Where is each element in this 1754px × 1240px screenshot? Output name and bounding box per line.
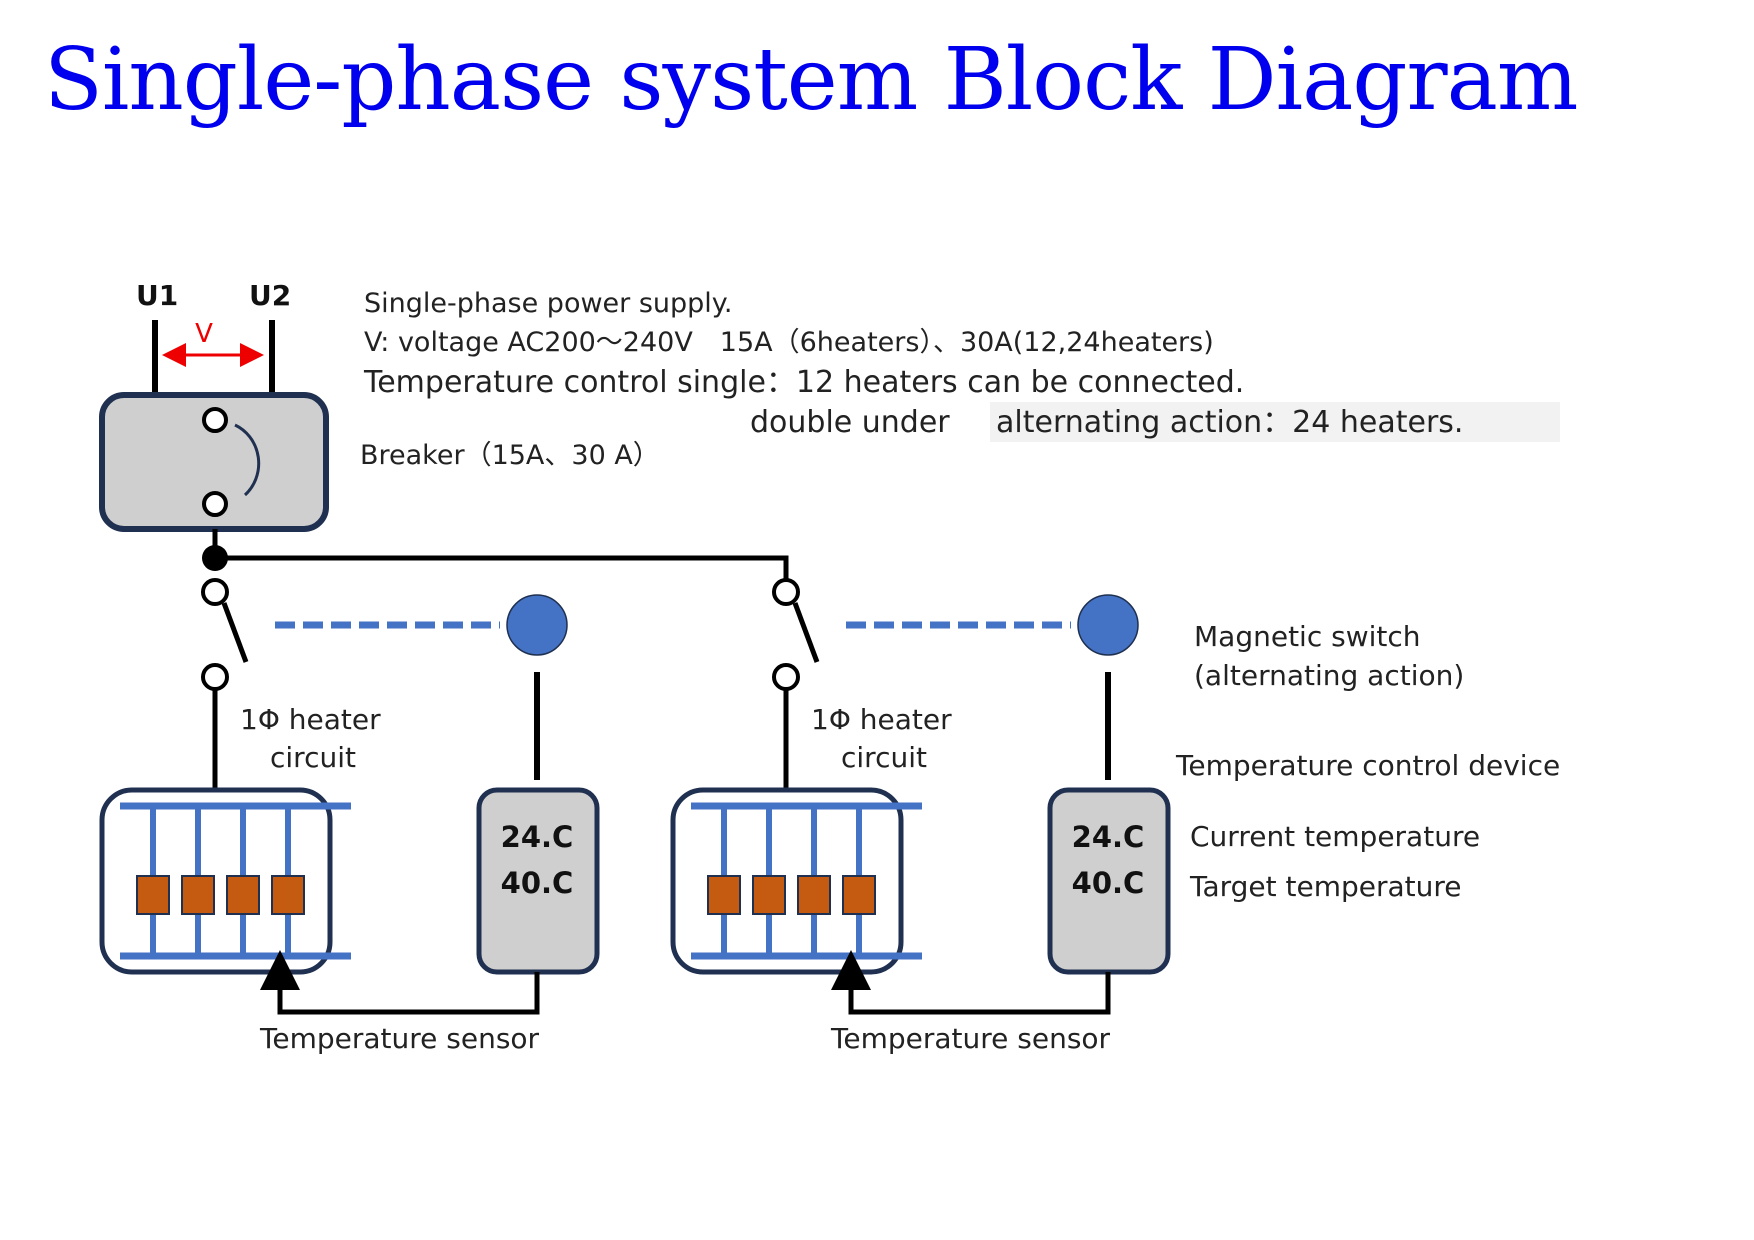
target-temperature-readout: 40.C xyxy=(501,866,574,900)
sensor-feedback-wire xyxy=(831,950,1111,1015)
heater-box xyxy=(99,787,333,975)
circuit-1: 1Φ heater circuit 24.C 40.C Temperature … xyxy=(99,578,600,1055)
breaker-arc-icon xyxy=(234,423,261,497)
magnetic-switch-label: Magnetic switch xyxy=(1194,620,1421,653)
terminal-u1-label: U1 xyxy=(136,279,178,312)
breaker-label: Breaker（15A、30 A） xyxy=(360,440,660,471)
switch-top-contact xyxy=(201,578,229,606)
sensor-feedback-wire xyxy=(260,950,540,1015)
temperature-control-single-note: Temperature control single：12 heaters ca… xyxy=(363,365,1244,400)
temperature-control-device-label: Temperature control device xyxy=(1175,749,1560,782)
bus-wire xyxy=(215,555,789,590)
heater-grid xyxy=(691,802,922,960)
voltage-symbol: V xyxy=(195,319,213,349)
target-temperature-readout: 40.C xyxy=(1072,866,1145,900)
heater-element xyxy=(271,875,305,915)
highlight-background xyxy=(990,402,1560,442)
terminal-u2-label: U2 xyxy=(249,279,291,312)
power-supply-voltage-spec: V: voltage AC200～240V 15A（6heaters）、30A(… xyxy=(364,327,1214,358)
power-supply-title: Single-phase power supply. xyxy=(364,288,733,319)
magnetic-coil-icon xyxy=(1077,594,1139,656)
switch-blade xyxy=(792,602,820,663)
circuit-label-line2: circuit xyxy=(841,741,927,774)
alternating-action-note: alternating action：24 heaters. xyxy=(996,405,1463,440)
circuit-label-line2: circuit xyxy=(270,741,356,774)
heater-grid xyxy=(120,802,351,960)
heater-element xyxy=(226,875,260,915)
breaker-top-contact xyxy=(202,407,228,433)
heater-box xyxy=(670,787,904,975)
heater-element xyxy=(136,875,170,915)
target-temperature-label: Target temperature xyxy=(1189,870,1462,903)
page-title: Single-phase system Block Diagram xyxy=(44,30,1578,130)
magnetic-coil-icon xyxy=(506,594,568,656)
heater-element xyxy=(797,875,831,915)
current-temperature-readout: 24.C xyxy=(501,820,574,854)
current-temperature-label: Current temperature xyxy=(1190,820,1480,853)
heater-element xyxy=(707,875,741,915)
circuit-2: 1Φ heater circuit 24.C 40.C Temperature … xyxy=(670,578,1171,1055)
switch-bottom-contact xyxy=(772,663,800,691)
heater-element xyxy=(752,875,786,915)
heater-element xyxy=(181,875,215,915)
double-under-note: double under xyxy=(750,405,950,440)
current-temperature-readout: 24.C xyxy=(1072,820,1145,854)
switch-top-contact xyxy=(772,578,800,606)
heater-element xyxy=(842,875,876,915)
magnetic-switch-sublabel: (alternating action) xyxy=(1194,659,1464,692)
breaker-bottom-contact xyxy=(202,491,228,517)
switch-blade xyxy=(221,602,249,663)
temperature-sensor-label: Temperature sensor xyxy=(259,1022,540,1055)
circuit-label-line1: 1Φ heater xyxy=(240,703,381,736)
temperature-sensor-label: Temperature sensor xyxy=(830,1022,1111,1055)
switch-bottom-contact xyxy=(201,663,229,691)
circuit-label-line1: 1Φ heater xyxy=(811,703,952,736)
